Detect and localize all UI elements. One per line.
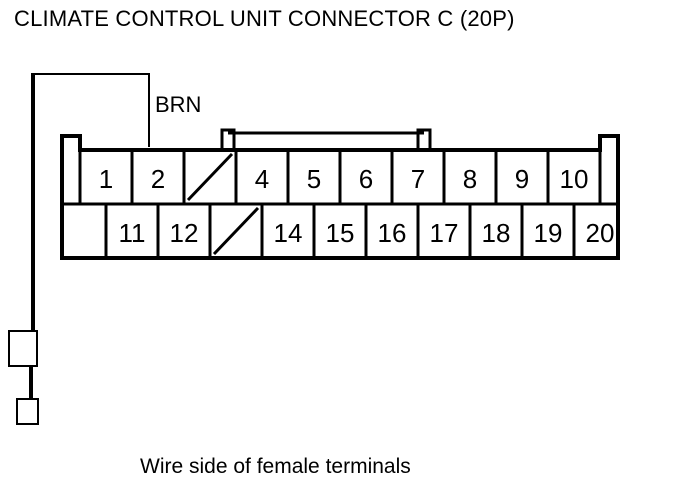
bottom-row-dividers	[104, 204, 576, 258]
pin-label-5: 5	[307, 164, 321, 194]
pin-label-1: 1	[99, 164, 113, 194]
connector-svg: 1 2 4 5 6 7 8 9 10	[60, 128, 620, 260]
connector-body: 1 2 4 5 6 7 8 9 10	[60, 128, 620, 268]
wire-segment-between-terminals	[29, 366, 33, 400]
connector-latch-bracket	[220, 128, 432, 152]
connector-outer-shell	[60, 134, 620, 260]
top-row-dividers	[78, 150, 602, 204]
blank-terminal-slash-top	[186, 152, 234, 202]
pin-label-12: 12	[170, 218, 199, 248]
pin-label-15: 15	[326, 218, 355, 248]
pin-label-10: 10	[560, 164, 589, 194]
pin-label-11: 11	[119, 218, 146, 248]
pin-label-16: 16	[378, 218, 407, 248]
terminal-box-upper	[8, 330, 38, 367]
pin-label-6: 6	[359, 164, 373, 194]
pin-label-4: 4	[255, 164, 269, 194]
wire-color-label-brn: BRN	[155, 92, 202, 117]
pin-label-8: 8	[463, 164, 477, 194]
pin-label-14: 14	[274, 218, 303, 248]
pin-label-9: 9	[515, 164, 529, 194]
pin-label-2: 2	[151, 164, 165, 194]
pin-label-20: 20	[586, 218, 615, 248]
page-title: CLIMATE CONTROL UNIT CONNECTOR C (20P)	[14, 6, 515, 31]
wire-segment-horizontal-top	[33, 73, 149, 75]
pin-label-17: 17	[430, 218, 459, 248]
wire-segment-brn-lead	[148, 73, 150, 147]
blank-terminal-slash-bottom	[212, 206, 260, 256]
figure-caption: Wire side of female terminals	[140, 455, 411, 478]
wire-segment-vertical-left	[31, 73, 35, 331]
terminal-box-lower	[16, 398, 39, 425]
pin-label-7: 7	[411, 164, 425, 194]
pin-label-19: 19	[534, 218, 563, 248]
pin-label-18: 18	[482, 218, 511, 248]
